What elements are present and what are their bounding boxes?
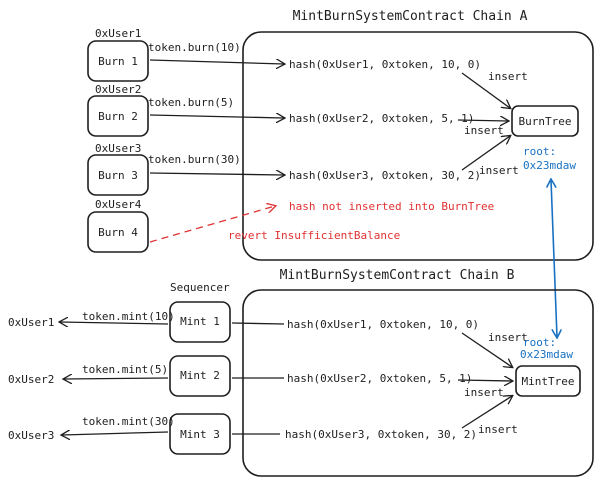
chain-b-hash-1: hash(0xUser1, 0xtoken, 10, 0): [287, 318, 479, 331]
burn-4-label: Burn 4: [98, 226, 138, 239]
burn-2-box[interactable]: Burn 2: [87, 95, 149, 137]
mint-1-box[interactable]: Mint 1: [169, 301, 231, 343]
chain-a-title: MintBurnSystemContract Chain A: [293, 9, 528, 24]
chain-b-insert-arrow-3: [461, 396, 512, 429]
chain-b-insert-label-2: insert: [464, 386, 504, 399]
chain-b-user-3: 0xUser3: [8, 429, 54, 442]
chain-b-insert-label-3: insert: [478, 423, 518, 436]
burn-call-2: token.burn(5): [148, 96, 234, 109]
burn-3-label: Burn 3: [98, 169, 138, 182]
chain-b-insert-label-1: insert: [488, 331, 528, 344]
chain-a-root-value: 0x23mdaw: [523, 159, 576, 172]
burn-2-arrow: [149, 115, 284, 118]
chain-a-hash-2: hash(0xUser2, 0xtoken, 5, 1): [289, 112, 474, 125]
chain-a-user-3: 0xUser3: [95, 142, 141, 155]
chain-b-user-1: 0xUser1: [8, 316, 54, 329]
chain-a-insert-label-2: insert: [464, 124, 504, 137]
chain-b-container: [242, 289, 594, 477]
mint-3-user-arrow: [62, 432, 169, 435]
mint-3-box[interactable]: Mint 3: [169, 413, 231, 455]
mint-2-label: Mint 2: [180, 369, 220, 382]
burn-tree-box[interactable]: BurnTree: [511, 105, 579, 137]
chain-a-user-1: 0xUser1: [95, 27, 141, 40]
mint-tree-label: MintTree: [522, 375, 575, 388]
chain-b-title: MintBurnSystemContract Chain B: [280, 268, 515, 283]
mint-2-box[interactable]: Mint 2: [169, 355, 231, 397]
failed-insert-note: hash not inserted into BurnTree: [289, 200, 494, 213]
mint-1-hash-link: [231, 322, 285, 325]
mint-call-3: token.mint(30): [82, 415, 175, 428]
chain-a-user-2: 0xUser2: [95, 83, 141, 96]
chain-b-insert-arrow-1: [461, 332, 512, 367]
mint-1-label: Mint 1: [180, 315, 220, 328]
chain-a-root-label: root:: [523, 145, 556, 158]
mint-3-label: Mint 3: [180, 428, 220, 441]
chain-b-insert-arrow-2: [457, 380, 512, 381]
chain-a-container: [242, 31, 594, 261]
chain-b-hash-3: hash(0xUser3, 0xtoken, 30, 2): [285, 428, 477, 441]
chain-a-insert-arrow-3: [461, 136, 510, 171]
sequencer-label: Sequencer: [170, 281, 230, 294]
chain-b-hash-2: hash(0xUser2, 0xtoken, 5, 1): [287, 372, 472, 385]
burn-1-label: Burn 1: [98, 55, 138, 68]
burn-1-arrow: [149, 60, 284, 64]
chain-a-user-4: 0xUser4: [95, 198, 142, 211]
mint-tree-box[interactable]: MintTree: [515, 365, 581, 397]
chain-a-insert-arrow-1: [461, 72, 510, 108]
chain-a-insert-arrow-2: [457, 120, 508, 121]
chain-b-user-2: 0xUser2: [8, 373, 54, 386]
burn-call-3: token.burn(30): [148, 153, 241, 166]
burn-2-label: Burn 2: [98, 110, 138, 123]
chain-a-hash-1: hash(0xUser1, 0xtoken, 10, 0): [289, 58, 481, 71]
burn-4-failed-arrow: [149, 206, 275, 243]
burn-3-box[interactable]: Burn 3: [87, 154, 149, 196]
root-sync-arrow: [551, 180, 557, 337]
revert-note: revert InsufficientBalance: [228, 229, 400, 242]
chain-a-hash-3: hash(0xUser3, 0xtoken, 30, 2): [289, 169, 481, 182]
chain-a-insert-label-1: insert: [488, 70, 528, 83]
burn-1-box[interactable]: Burn 1: [87, 40, 149, 82]
mint-call-2: token.mint(5): [82, 363, 168, 376]
burn-3-arrow: [149, 173, 284, 175]
burn-call-1: token.burn(10): [148, 41, 241, 54]
burn-tree-label: BurnTree: [519, 115, 572, 128]
chain-b-root-value: 0x23mdaw: [520, 348, 573, 361]
chain-a-insert-label-3: insert: [479, 164, 519, 177]
mint-1-user-arrow: [60, 322, 169, 324]
chain-b-root-label: root:: [523, 336, 556, 349]
mint-call-1: token.mint(10): [82, 310, 175, 323]
mint-2-user-arrow: [64, 378, 169, 379]
burn-4-box[interactable]: Burn 4: [87, 211, 149, 253]
